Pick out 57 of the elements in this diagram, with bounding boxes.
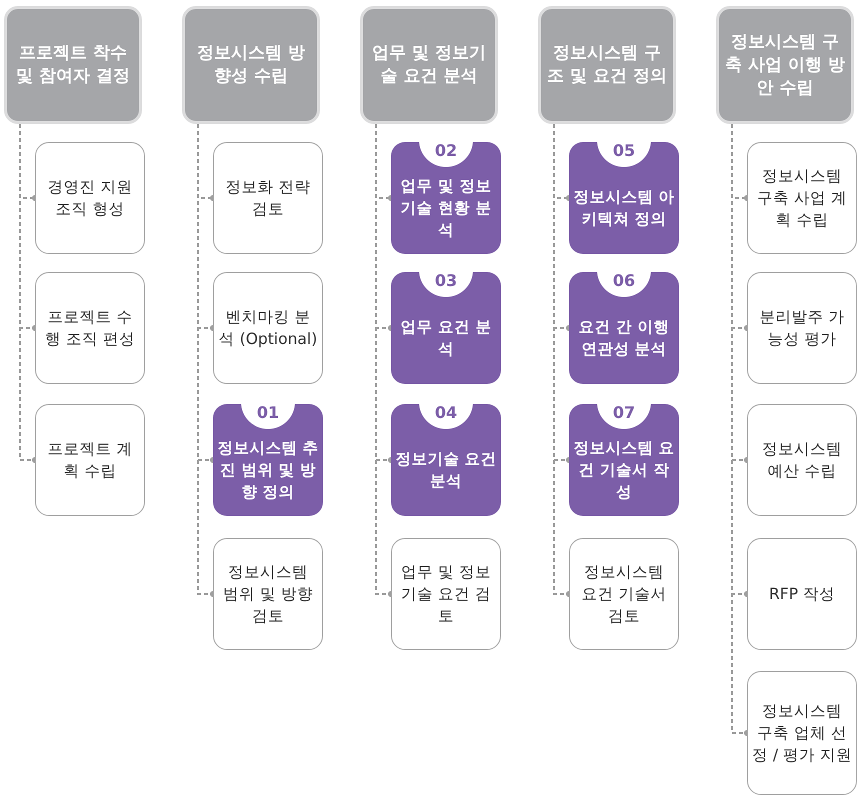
box-text: RFP 작성: [769, 584, 835, 605]
key-task-box: [391, 142, 501, 254]
task-box: [747, 272, 857, 384]
box-text: 정보시스템 요건 기술서 작성: [573, 438, 675, 503]
box-text: 정보시스템 예산 수립: [761, 439, 843, 482]
box-text: 정보시스템 요건 기술서 검토: [580, 562, 668, 627]
box-text: 정보시스템 아키텍쳐 정의: [573, 187, 675, 230]
task-box: [213, 272, 323, 384]
key-task-box: [569, 272, 679, 384]
task-box: [747, 671, 857, 795]
step-number-badge: 04: [419, 402, 473, 429]
box-text: 정보시스템 방향성 수립: [196, 42, 306, 88]
step-number-badge: 01: [241, 402, 295, 429]
key-task-box: [213, 404, 323, 516]
task-box: [747, 538, 857, 650]
box-text: 벤치마킹 분석 (Optional): [218, 307, 318, 350]
task-box: [747, 404, 857, 516]
step-number-badge: 02: [419, 140, 473, 167]
task-box: [213, 538, 323, 650]
box-text: 업무 및 정보기술 현황 분석: [400, 176, 492, 241]
step-number-badge: 07: [597, 402, 651, 429]
step-number-badge: 06: [597, 270, 651, 297]
box-text: 정보기술 요건 분석: [395, 449, 497, 492]
stage-header-box: [360, 6, 498, 124]
box-text: 정보시스템 구축 업체 선정 / 평가 지원: [752, 701, 852, 766]
stage-header-box: [716, 6, 854, 124]
box-text: 프로젝트 수행 조직 편성: [44, 307, 136, 350]
box-text: 정보화 전략 검토: [224, 177, 312, 220]
key-task-box: [569, 404, 679, 516]
box-text: 프로젝트 계획 수립: [46, 439, 134, 482]
box-text: 분리발주 가능성 평가: [758, 307, 846, 350]
task-box: [213, 142, 323, 254]
box-text: 정보시스템 구축 사업 이행 방안 수립: [724, 30, 846, 100]
task-box: [391, 538, 501, 650]
stage-header-box: [182, 6, 320, 124]
box-text: 업무 및 정보기술 요건 검토: [400, 562, 492, 627]
box-text: 업무 및 정보기술 요건 분석: [371, 42, 487, 88]
task-box: [35, 142, 145, 254]
box-text: 업무 요건 분석: [400, 317, 492, 360]
box-text: 정보시스템 범위 및 방향 검토: [222, 562, 314, 627]
box-text: 정보시스템 구조 및 요건 정의: [546, 42, 668, 88]
task-box: [35, 272, 145, 384]
task-box: [35, 404, 145, 516]
step-number-badge: 03: [419, 270, 473, 297]
box-text: 정보시스템 구축 사업 계획 수립: [756, 166, 848, 231]
box-text: 요건 간 이행 연관성 분석: [578, 317, 670, 360]
stage-header-box: [538, 6, 676, 124]
key-task-box: [391, 272, 501, 384]
stage-header-box: [4, 6, 142, 124]
key-task-box: [391, 404, 501, 516]
box-text: 프로젝트 착수 및 참여자 결정: [15, 42, 131, 88]
key-task-box: [569, 142, 679, 254]
task-box: [569, 538, 679, 650]
box-text: 경영진 지원조직 형성: [46, 177, 134, 220]
box-text: 정보시스템 추진 범위 및 방향 정의: [217, 438, 319, 503]
task-box: [747, 142, 857, 254]
step-number-badge: 05: [597, 140, 651, 167]
